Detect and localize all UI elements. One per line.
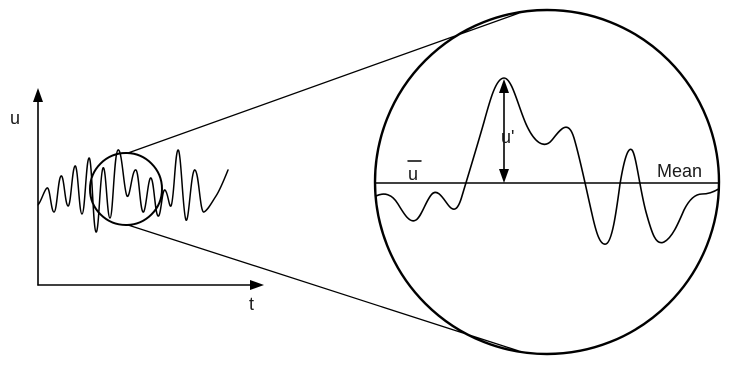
- projection-line-bottom: [127, 224, 523, 353]
- zoom-region-circle: [89, 152, 163, 226]
- fluctuation-arrow-down-icon: [499, 169, 509, 183]
- small-signal-waveform: [37, 149, 229, 233]
- y-axis-label: u: [10, 108, 20, 128]
- x-axis-label: t: [249, 294, 254, 314]
- fluctuation-label: u': [501, 127, 514, 147]
- magnified-view-circle: [373, 8, 721, 356]
- mean-line-label: Mean: [657, 161, 702, 181]
- fluctuation-arrow-up-icon: [499, 79, 509, 93]
- magnified-signal-waveform: [375, 77, 719, 245]
- x-axis-arrow-icon: [250, 280, 264, 290]
- mean-symbol-label: u: [408, 164, 418, 184]
- y-axis-arrow-icon: [33, 88, 43, 102]
